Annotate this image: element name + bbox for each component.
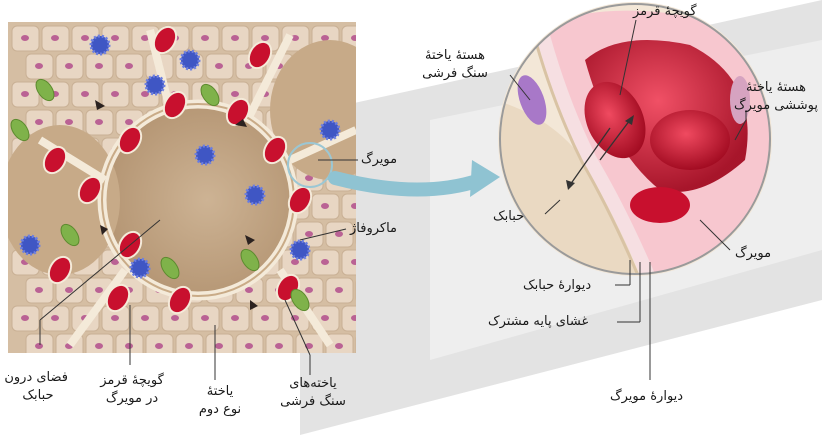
tissue-cell	[356, 54, 383, 79]
label-squamous-line2: سنگ فرشی	[278, 393, 348, 411]
cell-nucleus	[321, 259, 329, 265]
cell-nucleus	[155, 343, 163, 349]
label-red-cell-line1: گویچهٔ قرمز	[92, 372, 172, 390]
label-alveolar-space: فضای درون حبابک	[8, 369, 68, 404]
label-squamous-nucleus-line1: هستهٔ یاختهٔ	[420, 47, 490, 65]
cell-nucleus	[111, 91, 119, 97]
cell-nucleus	[351, 35, 359, 41]
cell-nucleus	[81, 91, 89, 97]
macrophage-cell	[196, 146, 214, 164]
cell-nucleus	[305, 231, 313, 237]
cell-nucleus	[141, 315, 149, 321]
cell-nucleus	[21, 35, 29, 41]
cell-nucleus	[185, 343, 193, 349]
label-endothelial-line1: هستهٔ یاختهٔ	[733, 79, 819, 97]
label-alveolus: حبابک	[493, 208, 524, 226]
cell-nucleus	[95, 343, 103, 349]
label-squamous-cells: یاخته‌های سنگ فرشی	[278, 375, 348, 410]
cell-nucleus	[111, 315, 119, 321]
cell-nucleus	[111, 35, 119, 41]
cell-nucleus	[65, 287, 73, 293]
cell-nucleus	[35, 287, 43, 293]
cell-nucleus	[261, 35, 269, 41]
cell-nucleus	[81, 35, 89, 41]
cell-nucleus	[125, 119, 133, 125]
cell-nucleus	[231, 35, 239, 41]
cell-nucleus	[305, 287, 313, 293]
cell-nucleus	[245, 343, 253, 349]
label-alveolar-wall: دیوارهٔ حبابک	[523, 277, 591, 295]
macrophage-cell	[291, 241, 309, 259]
macrophage-cell	[131, 259, 149, 277]
cell-nucleus	[21, 91, 29, 97]
cell-nucleus	[321, 315, 329, 321]
cell-nucleus	[215, 343, 223, 349]
macrophage-cell	[181, 51, 199, 69]
label-type2-line2: نوع دوم	[190, 401, 250, 419]
macrophage-cell	[246, 186, 264, 204]
cell-nucleus	[231, 91, 239, 97]
cell-nucleus	[35, 63, 43, 69]
cell-nucleus	[335, 231, 343, 237]
label-macrophage: ماکروفاژ	[350, 220, 397, 238]
tissue-panel	[0, 22, 390, 359]
label-alveolar-space-line1: فضای درون	[8, 369, 68, 387]
macrophage-cell	[146, 76, 164, 94]
label-capillary-wall: دیوارهٔ مویرگ	[610, 388, 683, 406]
label-endothelial-line2: پوششی مویرگ	[733, 97, 819, 115]
cell-nucleus	[35, 343, 43, 349]
label-squamous-nucleus: هستهٔ یاختهٔ سنگ فرشی	[420, 47, 490, 82]
cell-nucleus	[335, 343, 343, 349]
cell-nucleus	[51, 35, 59, 41]
cell-nucleus	[125, 343, 133, 349]
macrophage-cell	[21, 236, 39, 254]
cell-nucleus	[95, 119, 103, 125]
cell-nucleus	[171, 315, 179, 321]
cell-nucleus	[21, 315, 29, 321]
label-type2-line1: یاختهٔ	[190, 383, 250, 401]
cell-nucleus	[335, 287, 343, 293]
label-alveolar-space-line2: حبابک	[8, 387, 68, 405]
label-capillary-left: مویرگ	[361, 151, 397, 169]
cell-nucleus	[321, 203, 329, 209]
cell-nucleus	[35, 119, 43, 125]
cell-nucleus	[51, 315, 59, 321]
label-squamous-nucleus-line2: سنگ فرشی	[420, 65, 490, 83]
label-red-blood-cell: گویچهٔ قرمز	[633, 3, 697, 21]
cell-nucleus	[95, 287, 103, 293]
cell-nucleus	[215, 63, 223, 69]
label-squamous-line1: یاخته‌های	[278, 375, 348, 393]
cell-nucleus	[275, 343, 283, 349]
cell-nucleus	[261, 315, 269, 321]
label-type2-cell: یاختهٔ نوع دوم	[190, 383, 250, 418]
cell-nucleus	[95, 63, 103, 69]
cell-nucleus	[125, 63, 133, 69]
cell-nucleus	[365, 63, 373, 69]
cell-nucleus	[65, 119, 73, 125]
cell-nucleus	[65, 63, 73, 69]
label-red-cell-in-capillary: گویچهٔ قرمز در مویرگ	[92, 372, 172, 407]
macrophage-cell	[321, 121, 339, 139]
label-basement-membrane: غشای پایه مشترک	[488, 313, 588, 331]
label-endothelial-nucleus: هستهٔ یاختهٔ پوششی مویرگ	[733, 79, 819, 114]
cell-nucleus	[201, 315, 209, 321]
label-red-cell-line2: در مویرگ	[92, 390, 172, 408]
label-capillary-right: مویرگ	[735, 245, 771, 263]
cell-nucleus	[201, 35, 209, 41]
macrophage-cell	[91, 36, 109, 54]
cell-nucleus	[231, 315, 239, 321]
